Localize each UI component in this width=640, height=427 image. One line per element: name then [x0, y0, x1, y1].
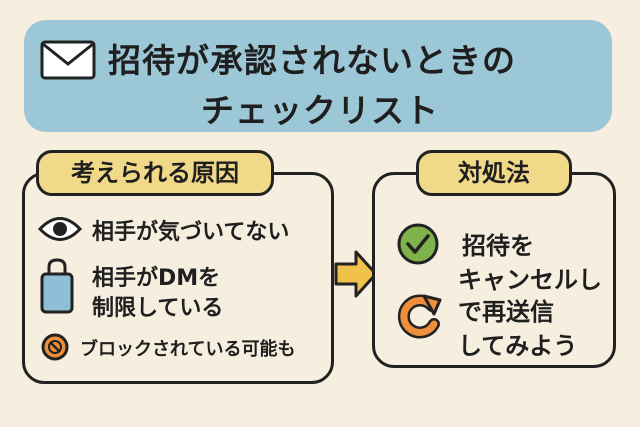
- action-line-4: してみよう: [458, 332, 578, 360]
- check-icon: [397, 223, 439, 265]
- cause-1-text: 相手が気づいてない: [92, 220, 290, 245]
- action-line-1: 招待を: [462, 232, 534, 260]
- arrow-right-icon: [334, 250, 378, 298]
- causes-panel: [22, 172, 334, 384]
- lock-icon: [40, 258, 74, 314]
- action-line-3: で再送信: [458, 298, 554, 326]
- cause-3-text: ブロックされている可能も: [80, 339, 296, 360]
- title-line-1: 招待が承認されないときの: [108, 41, 516, 80]
- causes-heading: 考えられる原因: [36, 150, 274, 196]
- cause-2-line-1: 相手がDMを: [92, 266, 221, 291]
- title-line-2: チェックリスト: [201, 91, 439, 130]
- eye-icon: [38, 217, 82, 241]
- refresh-icon: [397, 294, 442, 339]
- block-icon: [41, 333, 69, 361]
- cause-2-line-2: 制限している: [92, 296, 224, 321]
- actions-heading: 対処法: [416, 150, 572, 196]
- action-line-2: キャンセルし: [458, 266, 602, 294]
- title-banner: [24, 20, 612, 132]
- envelope-icon: [40, 40, 96, 80]
